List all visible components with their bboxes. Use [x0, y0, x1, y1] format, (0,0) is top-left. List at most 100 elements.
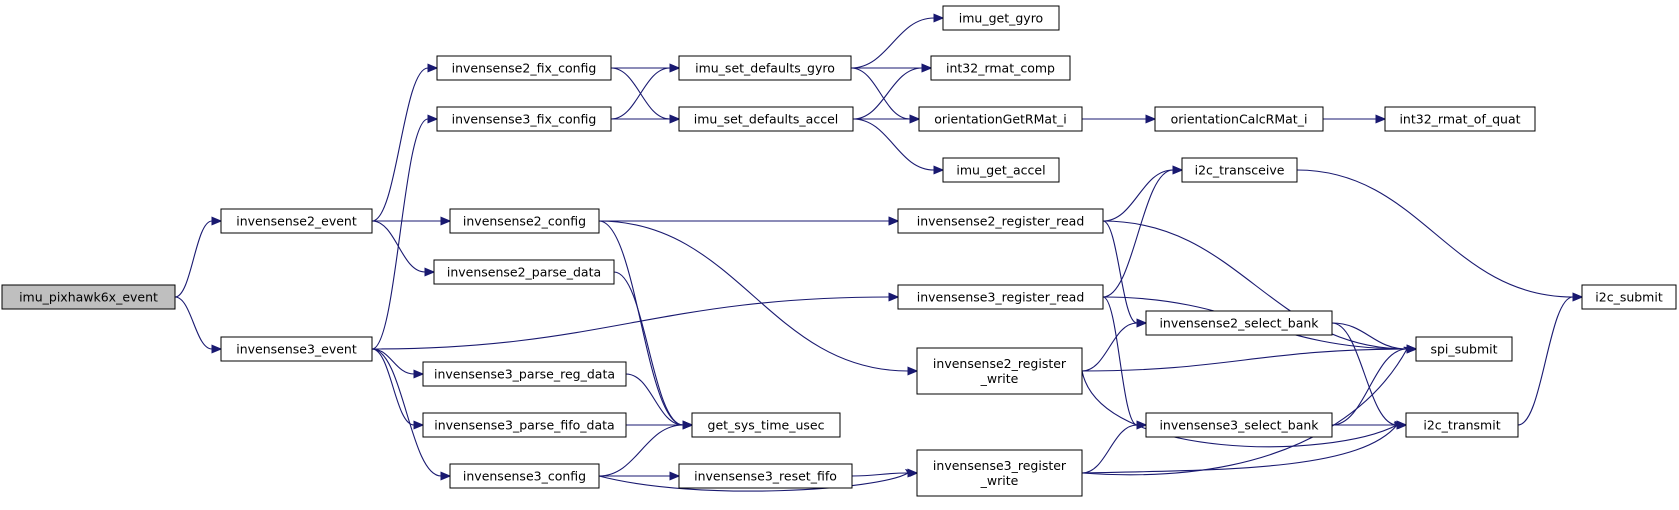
- node-box: [897, 284, 1104, 310]
- node-box: [1145, 412, 1333, 438]
- node-invensense2-register-read[interactable]: invensense2_register_read: [897, 208, 1104, 234]
- node-imu-set-defaults-gyro[interactable]: imu_set_defaults_gyro: [678, 55, 852, 81]
- node-orientationcalcrmat-i[interactable]: orientationCalcRMat_i: [1154, 106, 1324, 132]
- edge-invensense2-event-to-invensense2-parse-data: [371, 220, 436, 277]
- node-label: orientationCalcRMat_i: [1171, 112, 1308, 127]
- node-invensense3-register-write[interactable]: invensense3_register_write: [916, 449, 1083, 497]
- edge-line: [1331, 322, 1398, 426]
- edge-invensense3-fix-config-to-imu-set-defaults-accel: [610, 114, 681, 124]
- edge-invensense3-reset-fifo-to-invensense3-register-write: [851, 468, 919, 478]
- node-box: [1581, 284, 1677, 310]
- node-invensense3-select-bank[interactable]: invensense3_select_bank: [1145, 412, 1333, 438]
- node-box: [422, 412, 627, 438]
- edge-line: [852, 67, 923, 120]
- edge-imu-set-defaults-accel-to-int32-rmat-comp: [852, 63, 933, 120]
- node-i2c-transceive[interactable]: i2c_transceive: [1181, 157, 1298, 183]
- node-label: imu_set_defaults_gyro: [695, 61, 835, 76]
- edge-invensense3-event-to-invensense3-fix-config: [371, 114, 439, 350]
- node-box: [449, 208, 600, 234]
- edge-invensense2-config-to-get-sys-time-usec: [598, 220, 694, 430]
- node-invensense2-config[interactable]: invensense2_config: [449, 208, 600, 234]
- node-box: [422, 361, 627, 387]
- edge-line: [598, 220, 684, 426]
- arrowhead: [424, 267, 436, 277]
- edge-invensense2-event-to-invensense2-fix-config: [371, 63, 439, 222]
- node-label: imu_set_defaults_accel: [694, 112, 839, 127]
- edge-line: [371, 67, 429, 222]
- edge-line: [1331, 322, 1408, 350]
- node-imu-get-gyro[interactable]: imu_get_gyro: [942, 5, 1060, 31]
- node-invensense2-parse-data[interactable]: invensense2_parse_data: [433, 259, 615, 285]
- edge-line: [598, 220, 909, 372]
- edge-i2c-transceive-to-i2c-submit: [1296, 169, 1584, 302]
- arrowhead: [1136, 420, 1148, 430]
- node-invensense3-fix-config[interactable]: invensense3_fix_config: [436, 106, 612, 132]
- edge-invensense3-event-to-invensense3-parse-fifo-data: [371, 348, 425, 430]
- arrowhead: [1136, 318, 1148, 328]
- edge-imu-pixhawk6x-event-to-invensense2-event: [174, 216, 223, 298]
- edge-imu-set-defaults-accel-to-orientationgetrmat-i: [852, 114, 921, 124]
- arrowhead: [888, 292, 900, 302]
- edge-invensense2-config-to-invensense2-register-write: [598, 220, 919, 376]
- arrowhead: [933, 13, 945, 23]
- edge-line: [1102, 169, 1174, 222]
- node-invensense3-register-read[interactable]: invensense3_register_read: [897, 284, 1104, 310]
- node-invensense2-select-bank[interactable]: invensense2_select_bank: [1145, 310, 1333, 336]
- node-int32-rmat-of-quat[interactable]: int32_rmat_of_quat: [1384, 106, 1536, 132]
- edge-invensense2-config-to-invensense2-register-read: [599, 216, 900, 226]
- edge-line: [1102, 220, 1138, 324]
- node-invensense2-event[interactable]: invensense2_event: [220, 208, 373, 234]
- node-box: [678, 106, 854, 132]
- node-label: i2c_transmit: [1423, 418, 1500, 433]
- arrowhead: [933, 165, 945, 175]
- node-spi-submit[interactable]: spi_submit: [1415, 336, 1513, 362]
- node-box: [918, 106, 1083, 132]
- node-box: [1, 284, 176, 310]
- arrowhead: [682, 420, 694, 430]
- arrowhead: [427, 63, 439, 73]
- edge-imu-set-defaults-gyro-to-imu-get-gyro: [850, 13, 945, 69]
- node-invensense3-parse-reg-data[interactable]: invensense3_parse_reg_data: [422, 361, 627, 387]
- arrowhead: [669, 114, 681, 124]
- edge-i2c-transmit-to-i2c-submit: [1517, 292, 1584, 426]
- node-imu-pixhawk6x-event[interactable]: imu_pixhawk6x_event: [1, 284, 176, 310]
- node-label: int32_rmat_comp: [946, 61, 1055, 76]
- node-box: [942, 157, 1060, 183]
- edge-line: [1102, 296, 1138, 426]
- edge-line: [371, 296, 890, 350]
- node-int32-rmat-comp[interactable]: int32_rmat_comp: [930, 55, 1071, 81]
- edge-line: [1081, 322, 1138, 372]
- node-box: [1181, 157, 1298, 183]
- node-invensense3-reset-fifo[interactable]: invensense3_reset_fifo: [678, 463, 853, 489]
- node-label: get_sys_time_usec: [708, 418, 825, 433]
- node-imu-set-defaults-accel[interactable]: imu_set_defaults_accel: [678, 106, 854, 132]
- node-orientationgetrmat-i[interactable]: orientationGetRMat_i: [918, 106, 1083, 132]
- node-i2c-submit[interactable]: i2c_submit: [1581, 284, 1677, 310]
- node-box: [916, 347, 1083, 395]
- edge-imu-set-defaults-gyro-to-orientationgetrmat-i: [850, 67, 921, 124]
- edge-line: [1081, 348, 1408, 476]
- node-label: invensense3_config: [463, 469, 586, 484]
- node-get-sys-time-usec[interactable]: get_sys_time_usec: [691, 412, 841, 438]
- node-invensense3-event[interactable]: invensense3_event: [220, 336, 373, 362]
- node-invensense2-register-write[interactable]: invensense2_register_write: [916, 347, 1083, 395]
- arrowhead: [427, 114, 439, 124]
- node-label: imu_get_accel: [956, 163, 1045, 178]
- edge-invensense3-select-bank-to-i2c-transmit: [1331, 420, 1408, 430]
- node-invensense3-parse-fifo-data[interactable]: invensense3_parse_fifo_data: [422, 412, 627, 438]
- edge-invensense3-config-to-get-sys-time-usec: [598, 420, 694, 477]
- node-box: [1384, 106, 1536, 132]
- edge-invensense3-register-write-to-spi-submit: [1081, 346, 1417, 476]
- node-invensense2-fix-config[interactable]: invensense2_fix_config: [436, 55, 612, 81]
- node-invensense3-config[interactable]: invensense3_config: [449, 463, 600, 489]
- node-label: invensense3_register: [933, 458, 1067, 473]
- node-label: invensense2_register: [933, 356, 1067, 371]
- edge-imu-pixhawk6x-event-to-invensense3-event: [174, 296, 223, 354]
- node-i2c-transmit[interactable]: i2c_transmit: [1405, 412, 1519, 438]
- edge-line: [1081, 424, 1398, 474]
- node-box: [1405, 412, 1519, 438]
- arrowhead: [1172, 165, 1184, 175]
- edge-line: [850, 67, 911, 120]
- node-imu-get-accel[interactable]: imu_get_accel: [942, 157, 1060, 183]
